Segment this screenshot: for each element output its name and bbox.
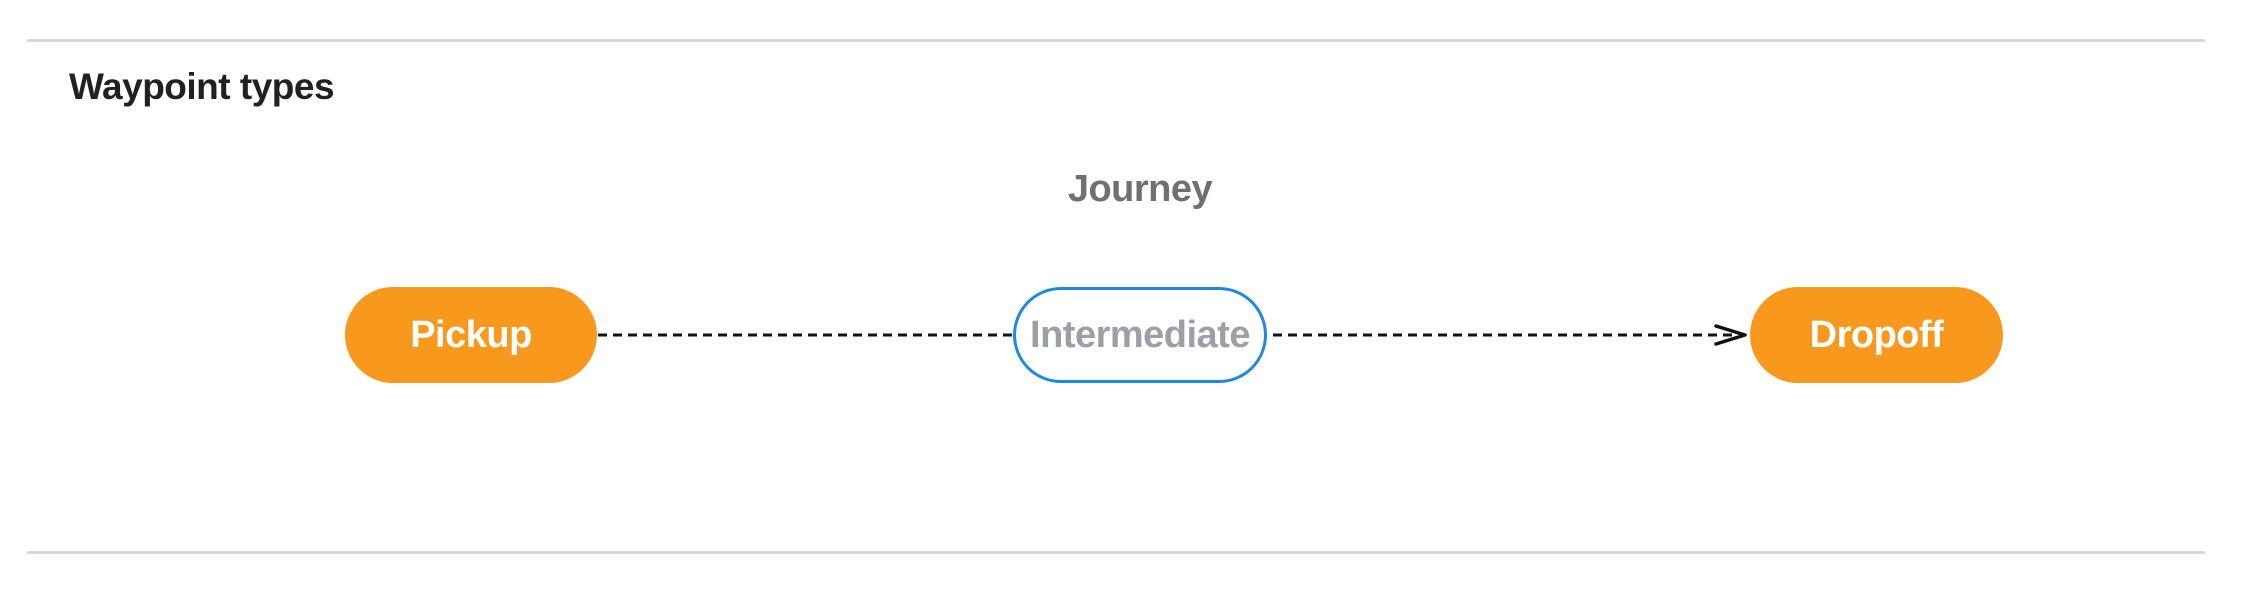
node-intermediate: Intermediate <box>1013 287 1267 383</box>
bottom-divider <box>27 551 2205 554</box>
node-pickup: Pickup <box>345 287 597 383</box>
arrowhead-icon <box>1714 324 1747 346</box>
top-divider <box>27 39 2205 42</box>
section-heading: Waypoint types <box>69 66 335 107</box>
diagram-title: Journey <box>1067 168 1213 210</box>
node-dropoff: Dropoff <box>1750 287 2003 383</box>
